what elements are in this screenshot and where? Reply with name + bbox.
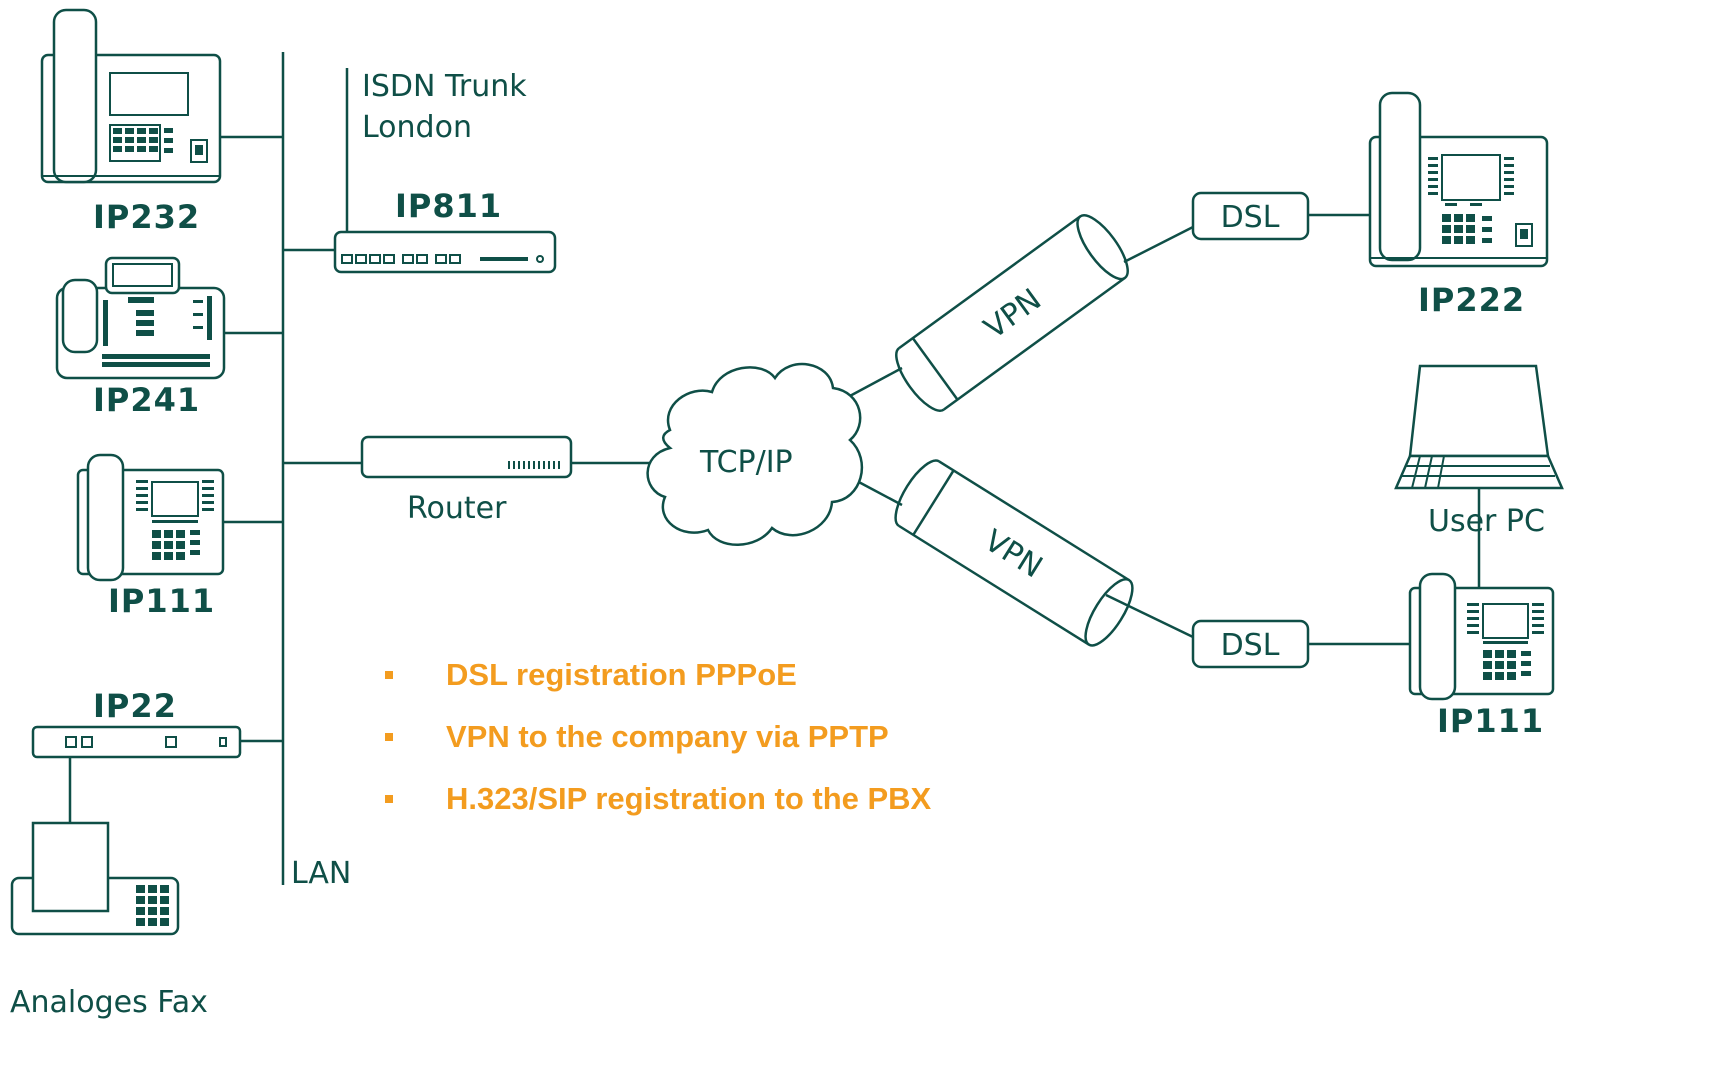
ip241-phone-icon xyxy=(55,256,226,380)
bullet-item: VPN to the company via PPTP xyxy=(446,719,889,754)
ip22-label: IP22 xyxy=(93,687,177,725)
link-cloud-vpn-top xyxy=(847,366,903,399)
ip111-right-phone-icon xyxy=(1408,572,1555,701)
bullet-marker xyxy=(385,795,393,803)
user-pc-label: User PC xyxy=(1428,504,1545,539)
isdn-location-label: London xyxy=(362,110,472,145)
vpn-tunnel-top: VPN xyxy=(895,214,1129,412)
laptop-icon xyxy=(1394,364,1564,490)
link-vpn-bottom-dsl xyxy=(1105,593,1194,639)
dsl-bottom-label: DSL xyxy=(1221,628,1280,663)
feature-list: DSL registration PPPoE VPN to the compan… xyxy=(385,657,932,816)
bullet-marker xyxy=(385,671,393,679)
lan-label: LAN xyxy=(291,856,351,891)
fax-icon xyxy=(10,821,180,936)
ip811-label: IP811 xyxy=(395,187,502,225)
dsl-top-label: DSL xyxy=(1221,200,1280,235)
vpn-tunnel-bottom: VPN xyxy=(894,459,1134,647)
link-vpn-top-dsl xyxy=(1123,225,1194,264)
link-cloud-vpn-bottom xyxy=(854,478,903,507)
dsl-top-box: DSL xyxy=(1191,191,1310,241)
bullet-item: DSL registration PPPoE xyxy=(446,657,797,692)
ip222-label: IP222 xyxy=(1418,281,1525,319)
lan-lines xyxy=(68,52,655,885)
ip22-adapter-icon xyxy=(31,725,242,759)
bullet-item: H.323/SIP registration to the PBX xyxy=(446,781,932,816)
ip111-left-label: IP111 xyxy=(108,582,215,620)
isdn-trunk-label: ISDN Trunk xyxy=(362,69,527,104)
ip111-right-label: IP111 xyxy=(1437,702,1544,740)
ip111-left-phone-icon xyxy=(76,453,225,582)
dsl-bottom-box: DSL xyxy=(1191,619,1310,669)
cloud-icon xyxy=(646,362,864,546)
ip232-phone-icon xyxy=(40,8,222,184)
fax-label: Analoges Fax xyxy=(10,985,208,1020)
ip811-gateway-icon xyxy=(333,230,557,274)
ip241-label: IP241 xyxy=(93,381,200,419)
router-label: Router xyxy=(407,491,507,526)
vpn-top-label: VPN xyxy=(978,282,1048,346)
bullet-marker xyxy=(385,733,393,741)
ip222-phone-icon xyxy=(1368,91,1549,268)
router-icon xyxy=(360,435,573,479)
ip232-label: IP232 xyxy=(93,198,200,236)
wan-lines xyxy=(847,213,1481,646)
cloud-label: TCP/IP xyxy=(699,445,793,480)
vpn-bottom-label: VPN xyxy=(978,523,1048,585)
